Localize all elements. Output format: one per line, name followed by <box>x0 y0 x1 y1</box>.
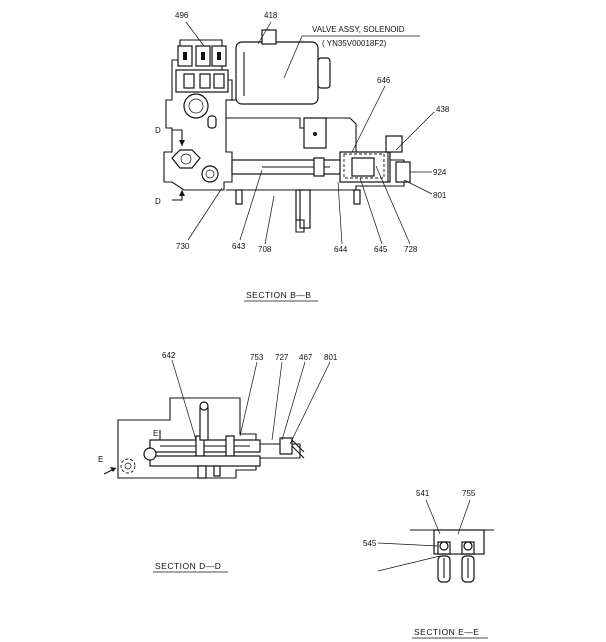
part-label-642: 642 <box>162 351 176 360</box>
section-marker-e-top: E <box>153 429 158 438</box>
part-label-730: 730 <box>176 242 190 251</box>
solenoid-note-line1: VALVE ASSY, SOLENOID <box>312 25 405 34</box>
part-label-438: 438 <box>436 105 450 114</box>
section-marker-d-top: D <box>155 126 161 135</box>
part-label-708: 708 <box>258 245 272 254</box>
part-label-801-bb: 801 <box>433 191 447 200</box>
part-label-418: 418 <box>264 11 278 20</box>
part-label-753: 753 <box>250 353 264 362</box>
section-bb-title: SECTION B—B <box>246 290 311 300</box>
part-label-541: 541 <box>416 489 430 498</box>
section-dd-title: SECTION D—D <box>155 561 221 571</box>
part-label-496: 496 <box>175 11 189 20</box>
section-dd-view: E E 642 753 727 467 801 SECTION D—D <box>98 351 338 573</box>
part-label-645: 645 <box>374 245 388 254</box>
part-label-545: 545 <box>363 539 377 548</box>
part-label-801-dd: 801 <box>324 353 338 362</box>
part-label-644: 644 <box>334 245 348 254</box>
section-bb-view: D D 496 418 VALVE ASSY, SOLENOID ( YN35V… <box>155 11 450 302</box>
part-label-755: 755 <box>462 489 476 498</box>
part-label-728: 728 <box>404 245 418 254</box>
part-label-924: 924 <box>433 168 447 177</box>
part-label-643-bb: 643 <box>232 242 246 251</box>
section-marker-d-bottom: D <box>155 197 161 206</box>
section-marker-e-bottom: E <box>98 455 103 464</box>
section-ee-title: SECTION E—E <box>414 627 479 637</box>
section-ee-view: 541 755 545 SECTION E—E <box>363 489 494 639</box>
part-label-467: 467 <box>299 353 313 362</box>
solenoid-note-line2: ( YN35V00018F2) <box>322 39 387 48</box>
part-label-646: 646 <box>377 76 391 85</box>
part-label-727: 727 <box>275 353 289 362</box>
